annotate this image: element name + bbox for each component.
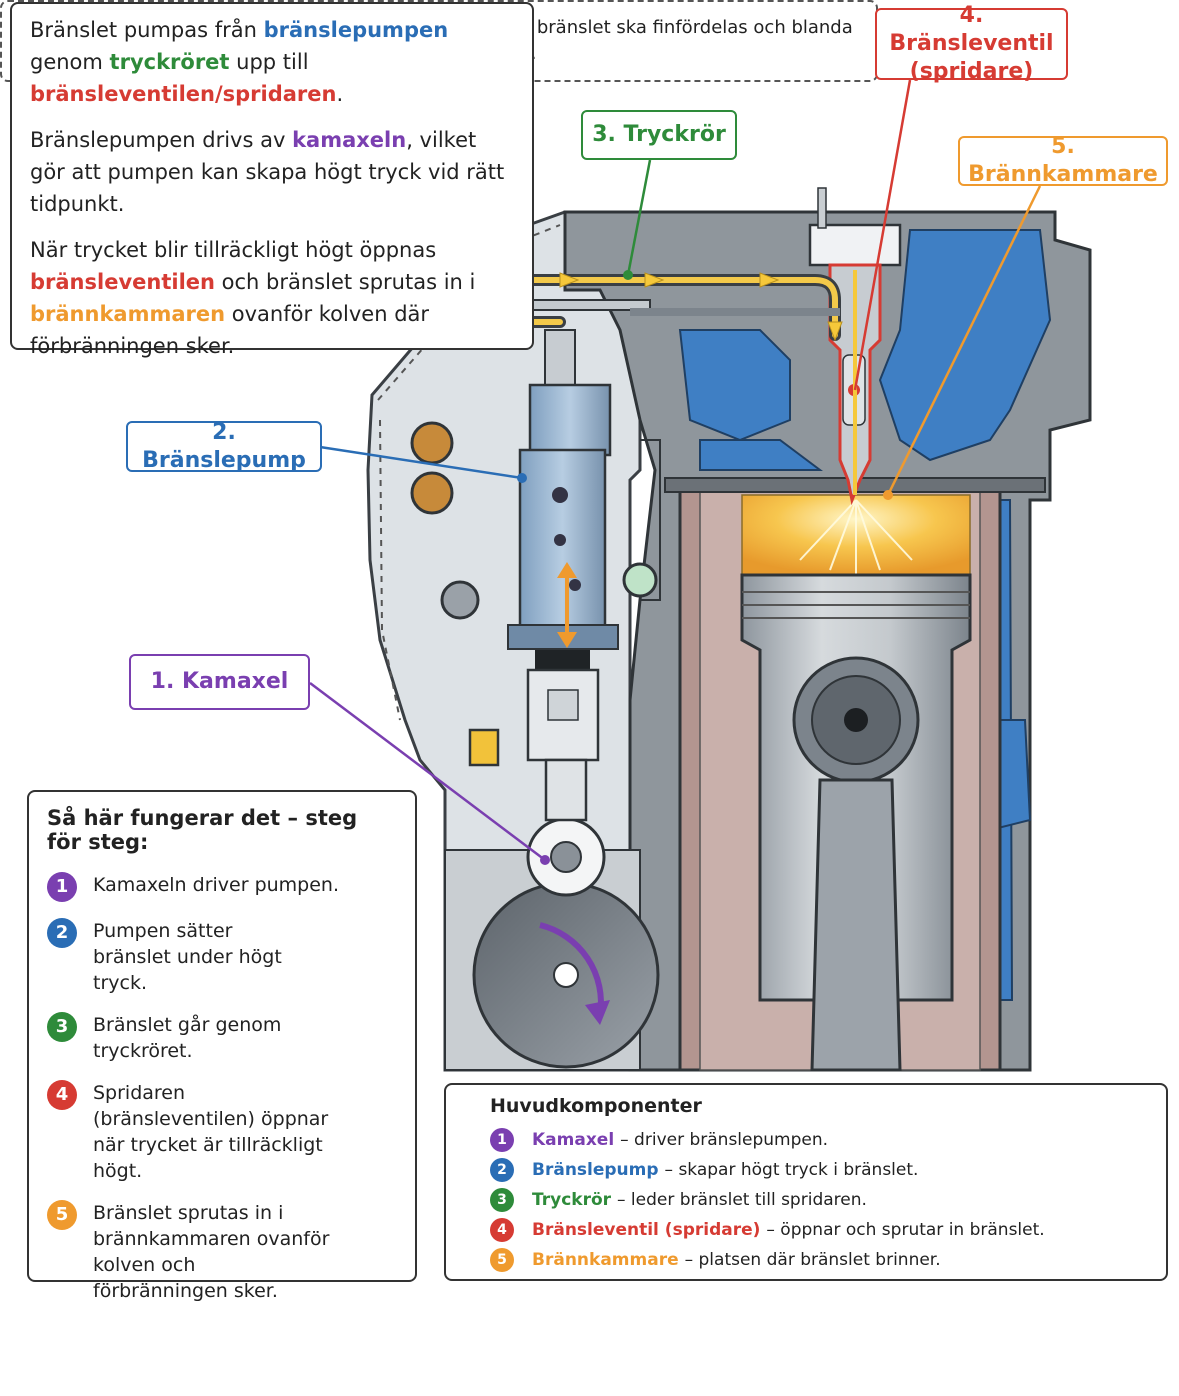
component-item: 2 Bränslepump – skapar högt tryck i brän… [490, 1155, 1122, 1185]
step-number-badge: 4 [47, 1080, 77, 1110]
components-box: Huvudkomponenter 1 Kamaxel – driver brän… [444, 1083, 1168, 1281]
component-number-badge: 3 [490, 1188, 514, 1212]
casing-details [410, 421, 661, 767]
component-number-badge: 2 [490, 1158, 514, 1182]
steps-title: Så här fungerar det – steg för steg: [47, 806, 358, 854]
component-description: – leder bränslet till spridaren. [617, 1190, 867, 1210]
label-fuel-pump: 2. Bränslepump [126, 420, 322, 473]
component-description: – platsen där bränslet brinner. [684, 1250, 941, 1270]
component-item: 1 Kamaxel – driver bränslepumpen. [490, 1125, 1122, 1155]
components-title: Huvudkomponenter [490, 1095, 702, 1117]
label-combustion-chamber: 5. Brännkammare [958, 134, 1168, 187]
label-pressure-pipe: 3. Tryckrör [581, 110, 737, 160]
label-fuel-valve-line1: 4. Bränsleventil [889, 3, 1054, 56]
step-text: Pumpen sätter bränslet under högt tryck. [93, 920, 282, 994]
intro-paragraph-3: När trycket blir tillräckligt högt öppna… [30, 238, 476, 358]
flow-arrow [759, 272, 780, 288]
component-description: – driver bränslepumpen. [620, 1130, 829, 1150]
combustion-chamber [741, 494, 971, 576]
step-number-badge: 2 [47, 918, 77, 948]
callout-lines [309, 79, 1042, 865]
intro-text-box: Bränslet pumpas från bränslepumpen genom… [10, 2, 534, 358]
label-camshaft: 1. Kamaxel [129, 654, 310, 710]
component-name: Bränslepump [532, 1160, 659, 1180]
component-item: 3 Tryckrör – leder bränslet till spridar… [490, 1185, 1122, 1215]
label-fuel-valve: 4. Bränsleventil (spridare) [875, 3, 1068, 84]
intro-paragraph-2: Bränslepumpen drivs av kamaxeln, vilket … [30, 128, 505, 216]
flow-arrow [644, 272, 665, 288]
flow-arrow [559, 272, 580, 288]
component-number-badge: 4 [490, 1218, 514, 1242]
component-name: Tryckrör [532, 1190, 612, 1210]
step-item: 4 Spridaren (bränsleventilen) öppnar när… [47, 1080, 397, 1184]
component-number-badge: 5 [490, 1248, 514, 1272]
steps-box: Så här fungerar det – steg för steg: 1 K… [27, 790, 417, 1302]
component-name: Bränsleventil (spridare) [532, 1220, 761, 1240]
component-description: – skapar högt tryck i bränslet. [664, 1160, 919, 1180]
step-number-badge: 3 [47, 1012, 77, 1042]
camshaft [444, 758, 660, 1071]
piston [740, 573, 972, 1072]
label-fuel-valve-line2: (spridare) [909, 59, 1034, 84]
intro-paragraph-1: Bränslet pumpas från bränslepumpen genom… [30, 18, 449, 106]
step-item: 5 Bränslet sprutas in i brännkammaren ov… [47, 1200, 397, 1304]
step-item: 2 Pumpen sätter bränslet under högt tryc… [47, 918, 397, 996]
step-number-badge: 1 [47, 872, 77, 902]
component-item: 5 Brännkammare – platsen där bränslet br… [490, 1245, 1122, 1275]
component-description: – öppnar och sprutar in bränslet. [766, 1220, 1045, 1240]
step-text: Bränslet sprutas in i brännkammaren ovan… [93, 1202, 330, 1302]
step-text: Bränslet går genom tryckröret. [93, 1014, 282, 1062]
step-number-badge: 5 [47, 1200, 77, 1230]
flow-arrow [827, 321, 843, 342]
step-text: Spridaren (bränsleventilen) öppnar när t… [93, 1082, 329, 1182]
component-number-badge: 1 [490, 1128, 514, 1152]
component-name: Kamaxel [532, 1130, 615, 1150]
step-item: 1 Kamaxeln driver pumpen. [47, 872, 397, 902]
step-text: Kamaxeln driver pumpen. [93, 874, 340, 896]
fuel-pump [507, 329, 619, 762]
step-item: 3 Bränslet går genom tryckröret. [47, 1012, 397, 1064]
component-item: 4 Bränsleventil (spridare) – öppnar och … [490, 1215, 1122, 1245]
component-name: Brännkammare [532, 1250, 679, 1270]
